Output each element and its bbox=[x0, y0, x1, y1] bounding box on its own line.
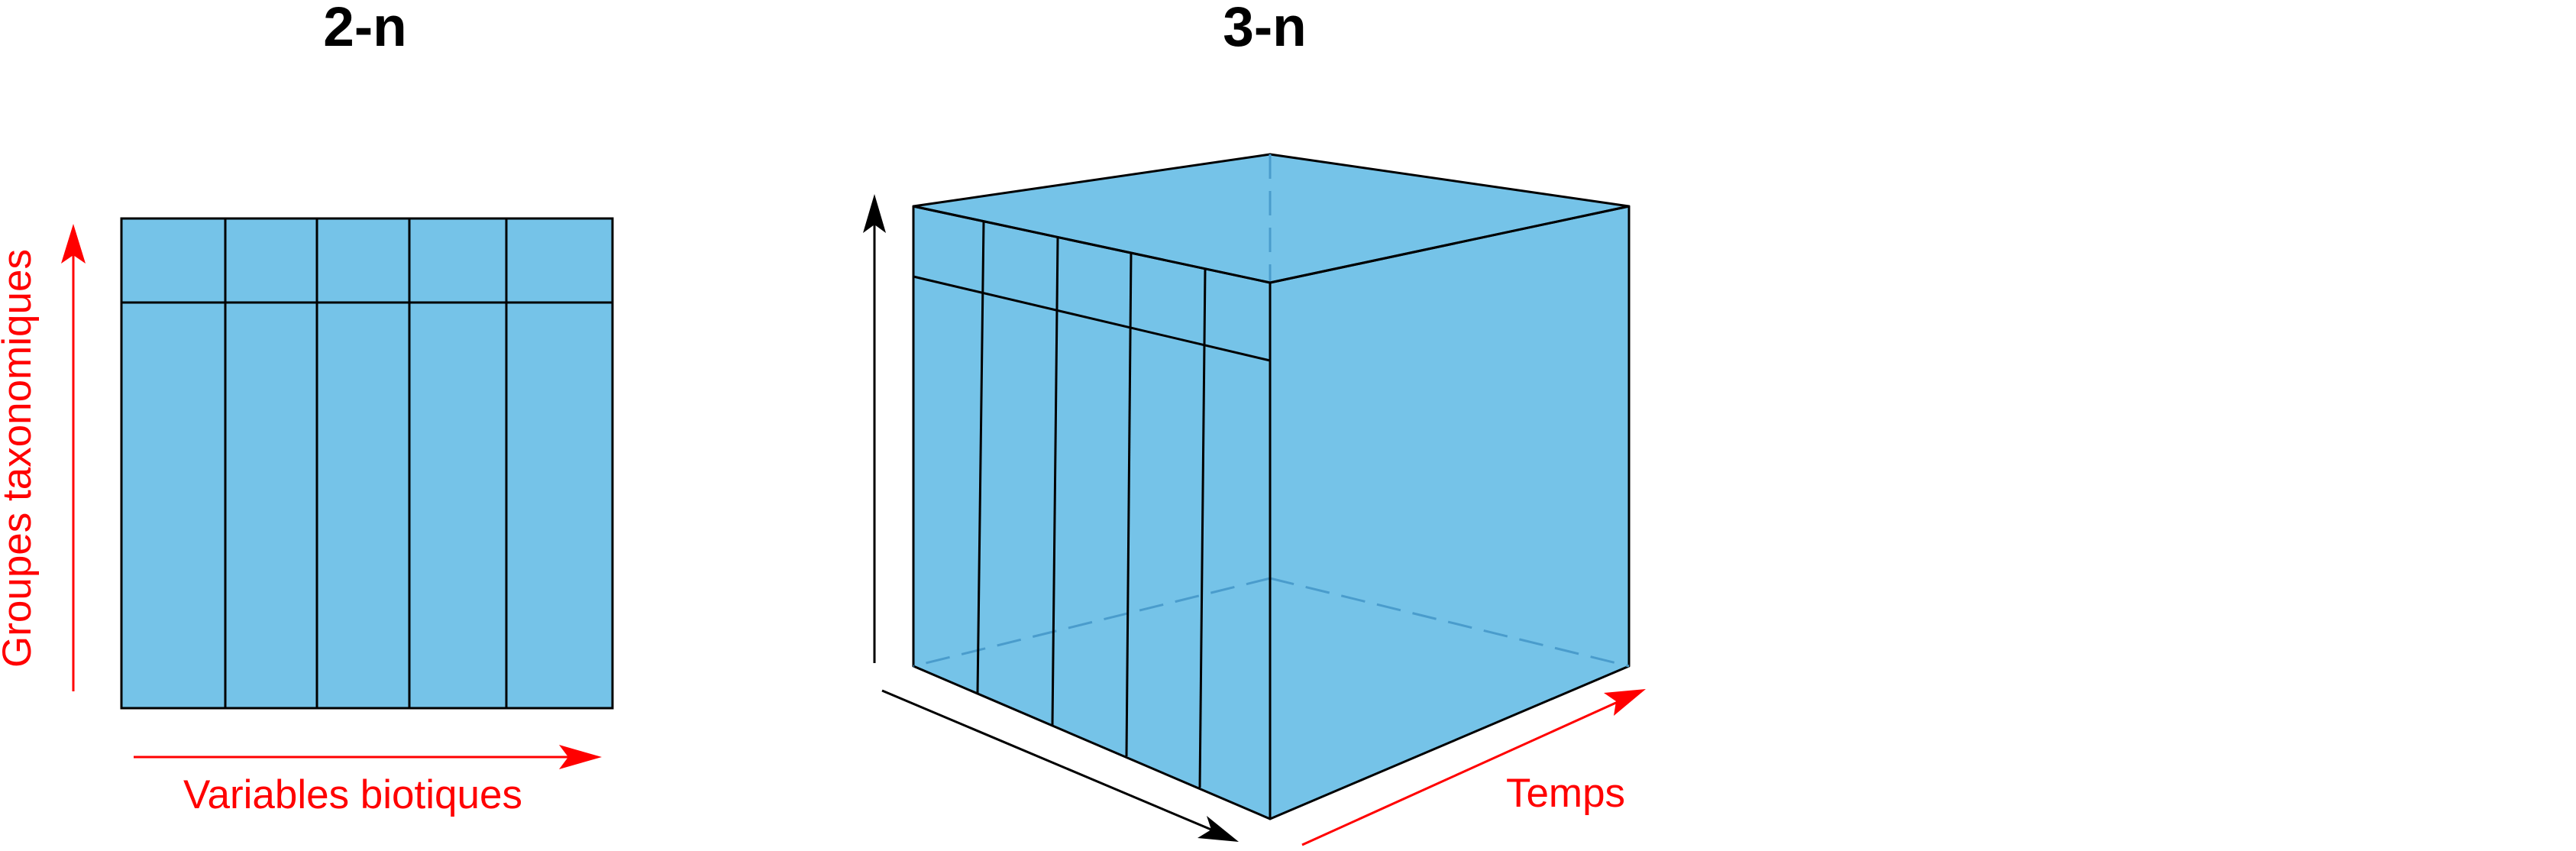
depth-axis-label: Temps bbox=[1506, 771, 1625, 816]
table-2d bbox=[120, 217, 614, 710]
cube-column-line bbox=[1198, 268, 1207, 788]
depth-axis-arrow bbox=[1301, 689, 1646, 846]
cube-column-line bbox=[1125, 252, 1133, 757]
cube-column-line bbox=[976, 221, 985, 694]
cube-front-diagonal-arrow bbox=[881, 689, 1239, 842]
panel-3n: 3-n bbox=[863, 0, 1646, 846]
vertical-axis-arrow bbox=[61, 224, 86, 691]
table-2d-body bbox=[120, 217, 614, 710]
cube-vertical-arrow bbox=[863, 194, 886, 663]
panel-2n: 2-n Groupes taxonomiques Variables bioti… bbox=[0, 0, 614, 817]
cube-right-face bbox=[1269, 205, 1631, 820]
horizontal-axis-label: Variables biotiques bbox=[183, 772, 522, 817]
panel-3n-title: 3-n bbox=[1223, 0, 1307, 58]
cube-3d bbox=[912, 153, 1631, 820]
cube-column-line bbox=[1051, 237, 1059, 726]
cube-front-grid bbox=[913, 221, 1271, 788]
vertical-axis-label: Groupes taxonomiques bbox=[0, 249, 40, 668]
horizontal-axis-arrow bbox=[134, 745, 602, 769]
cube-header-line bbox=[913, 275, 1271, 362]
panel-2n-title: 2-n bbox=[323, 0, 407, 58]
